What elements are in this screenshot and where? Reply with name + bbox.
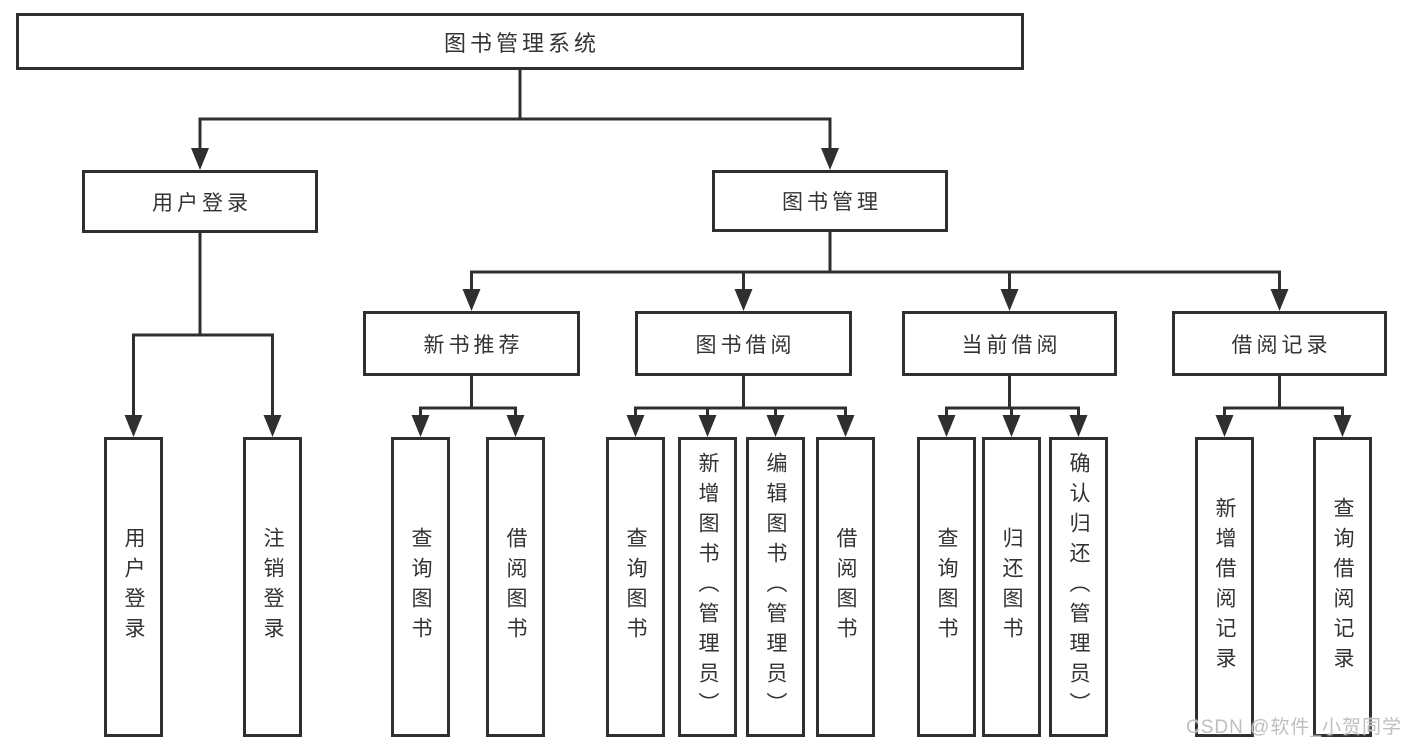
node-current-borrowing-label: 当前借阅: [961, 333, 1062, 357]
leaf-query-books-borrowing-label: 查询图书: [624, 527, 647, 647]
leaf-query-borrow-record-label: 查询借阅记录: [1331, 497, 1354, 677]
node-new-book-recommend-label: 新书推荐: [423, 333, 524, 357]
leaf-return-books-label: 归还图书: [1000, 527, 1023, 647]
node-new-book-recommend: 新书推荐: [363, 311, 580, 376]
leaf-confirm-return-admin: 确认归还（管理员）: [1049, 437, 1108, 737]
leaf-edit-books-admin-label: 编辑图书（管理员）: [764, 452, 787, 722]
leaf-add-books-admin-label: 新增图书（管理员）: [696, 452, 719, 722]
node-borrow-records-label: 借阅记录: [1231, 333, 1332, 357]
leaf-query-books-current: 查询图书: [917, 437, 976, 737]
leaf-user-login-label: 用户登录: [122, 527, 145, 647]
node-book-management-label: 图书管理: [782, 191, 882, 214]
leaf-borrow-books: 借阅图书: [816, 437, 875, 737]
leaf-logout: 注销登录: [243, 437, 302, 737]
leaf-query-books-borrowing: 查询图书: [606, 437, 665, 737]
node-book-borrowing: 图书借阅: [635, 311, 852, 376]
leaf-query-books-recommend-label: 查询图书: [409, 527, 432, 647]
node-root-system: 图书管理系统: [16, 13, 1024, 70]
leaf-confirm-return-admin-label: 确认归还（管理员）: [1067, 452, 1090, 722]
leaf-query-borrow-record: 查询借阅记录: [1313, 437, 1372, 737]
node-current-borrowing: 当前借阅: [902, 311, 1117, 376]
leaf-user-login: 用户登录: [104, 437, 163, 737]
node-book-borrowing-label: 图书借阅: [695, 333, 796, 357]
node-borrow-records: 借阅记录: [1172, 311, 1387, 376]
leaf-borrow-books-recommend-label: 借阅图书: [504, 527, 527, 647]
leaf-add-books-admin: 新增图书（管理员）: [678, 437, 737, 737]
leaf-add-borrow-record-label: 新增借阅记录: [1213, 497, 1236, 677]
csdn-watermark: CSDN @软件_小贺同学: [1186, 717, 1402, 738]
node-root-label: 图书管理系统: [443, 30, 600, 56]
leaf-query-books-current-label: 查询图书: [935, 527, 958, 647]
leaf-borrow-books-recommend: 借阅图书: [486, 437, 545, 737]
leaf-edit-books-admin: 编辑图书（管理员）: [746, 437, 805, 737]
leaf-return-books: 归还图书: [982, 437, 1041, 737]
leaf-query-books-recommend: 查询图书: [391, 437, 450, 737]
node-user-login-label: 用户登录: [152, 191, 252, 215]
leaf-logout-label: 注销登录: [261, 527, 284, 647]
leaf-add-borrow-record: 新增借阅记录: [1195, 437, 1254, 737]
node-book-management: 图书管理: [712, 170, 948, 232]
leaf-borrow-books-label: 借阅图书: [834, 527, 857, 647]
node-user-login: 用户登录: [82, 170, 318, 233]
